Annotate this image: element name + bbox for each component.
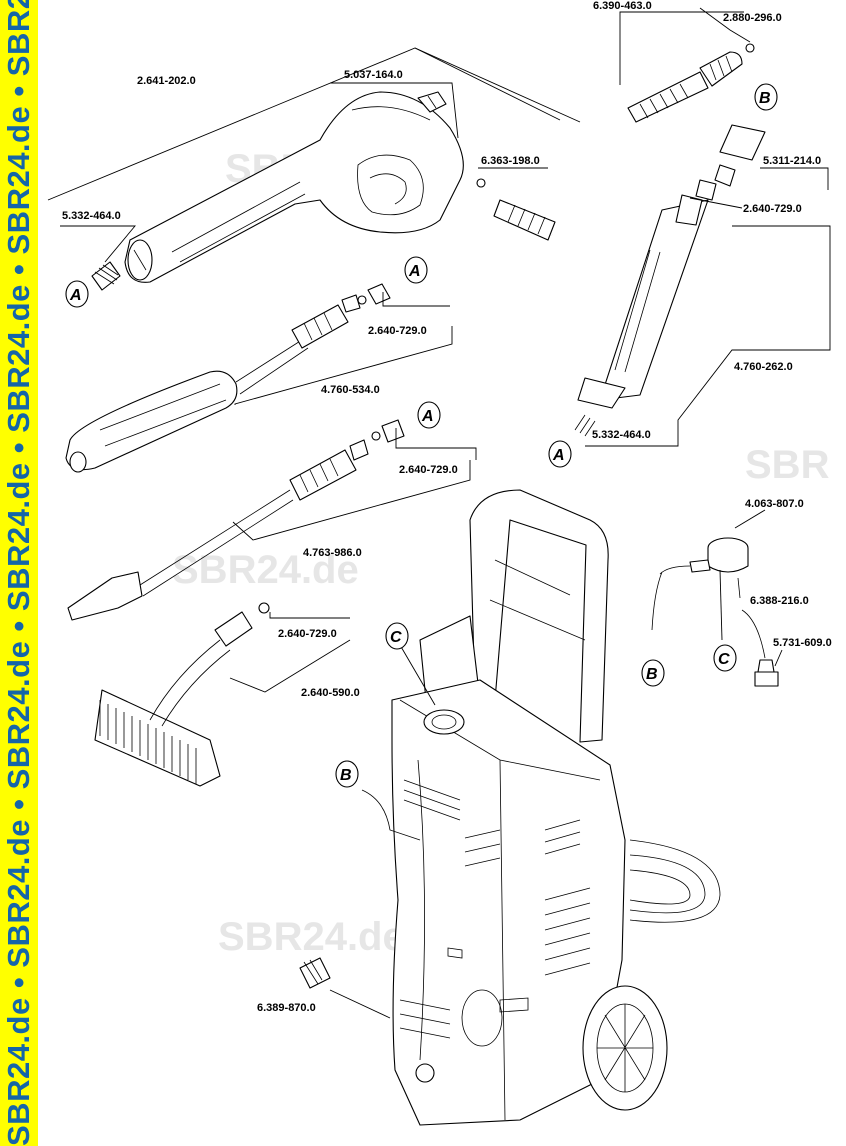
leader-6389870 bbox=[329, 989, 391, 1019]
part-label-5037164: 5.037-164.0 bbox=[344, 69, 403, 81]
part-label-6390463: 6.390-463.0 bbox=[593, 0, 652, 12]
leader-c-main bbox=[399, 644, 436, 706]
clip-part bbox=[417, 91, 447, 113]
part-label-4760262: 4.760-262.0 bbox=[734, 361, 793, 373]
part-label-5311214: 5.311-214.0 bbox=[763, 155, 821, 167]
leader-4760262 bbox=[585, 225, 831, 447]
lance-4760262-drawing bbox=[574, 124, 766, 437]
svg-text:B: B bbox=[759, 90, 771, 107]
detergent-valve-drawing bbox=[651, 537, 779, 687]
watermark-3: SBR24.de bbox=[172, 548, 359, 592]
leader-2880296 bbox=[699, 7, 751, 43]
part-label-2640590: 2.640-590.0 bbox=[301, 687, 360, 699]
marker-c-1: C bbox=[713, 644, 737, 672]
svg-text:C: C bbox=[390, 629, 402, 646]
leader-5037164 bbox=[330, 82, 459, 139]
spring-part-left bbox=[91, 261, 121, 291]
marker-c-2: C bbox=[385, 622, 409, 650]
part-label-4760534: 4.760-534.0 bbox=[321, 384, 380, 396]
part-label-4763986: 4.763-986.0 bbox=[303, 547, 362, 559]
svg-text:A: A bbox=[69, 287, 82, 304]
part-label-2641202: 2.641-202.0 bbox=[137, 75, 196, 87]
trigger-gun-drawing bbox=[124, 91, 464, 283]
part-label-2880296: 2.880-296.0 bbox=[723, 12, 782, 24]
marker-a-2: A bbox=[404, 256, 428, 284]
svg-text:B: B bbox=[646, 666, 658, 683]
leader-2640729-2 bbox=[382, 292, 450, 307]
part-label-6363198: 6.363-198.0 bbox=[481, 155, 540, 167]
part-label-2640729-4: 2.640-729.0 bbox=[278, 628, 337, 640]
marker-a-4: A bbox=[548, 440, 572, 468]
leader-2640729-3 bbox=[395, 428, 477, 460]
part-label-2640729-1: 2.640-729.0 bbox=[743, 203, 802, 215]
leader-c-detergent bbox=[719, 569, 723, 641]
leader-5332464-left bbox=[60, 225, 136, 263]
svg-text:C: C bbox=[718, 651, 730, 668]
svg-text:A: A bbox=[552, 447, 565, 464]
marker-b-1: B bbox=[754, 83, 778, 111]
wash-brush-drawing bbox=[94, 602, 270, 787]
watermark-4: SBR24.de bbox=[218, 915, 405, 959]
marker-b-3: B bbox=[335, 760, 359, 788]
leader-2640590 bbox=[229, 639, 351, 693]
marker-b-2: B bbox=[641, 659, 665, 687]
leader-2640729-4 bbox=[269, 612, 350, 619]
high-pressure-hose-drawing bbox=[476, 43, 755, 249]
leader-6390463 bbox=[619, 11, 744, 85]
part-label-4063807: 4.063-807.0 bbox=[745, 498, 804, 510]
part-label-5332464-2: 5.332-464.0 bbox=[592, 429, 651, 441]
leader-2640729-top bbox=[689, 197, 743, 209]
watermark-2: SBR bbox=[745, 443, 830, 487]
part-label-6389870: 6.389-870.0 bbox=[257, 1002, 316, 1014]
marker-a-3: A bbox=[417, 401, 441, 429]
part-label-6388216: 6.388-216.0 bbox=[750, 595, 809, 607]
part-label-5332464-1: 5.332-464.0 bbox=[62, 210, 121, 222]
svg-text:A: A bbox=[408, 263, 421, 280]
lance-4763986-drawing bbox=[67, 419, 405, 621]
leader-5311214 bbox=[760, 167, 829, 190]
sbr24-banner-stripe: SBR24.de • SBR24.de • SBR24.de • SBR24.d… bbox=[0, 0, 38, 1146]
leader-4063807 bbox=[734, 509, 766, 529]
part-label-2640729-3: 2.640-729.0 bbox=[399, 464, 458, 476]
leader-2641202-b bbox=[414, 47, 561, 121]
pressure-washer-body-drawing bbox=[299, 489, 721, 1126]
leader-4763986 bbox=[232, 460, 471, 541]
part-label-5731609: 5.731-609.0 bbox=[773, 637, 832, 649]
leader-5731609 bbox=[774, 649, 783, 667]
leader-4760534 bbox=[234, 326, 453, 405]
marker-a-1: A bbox=[65, 280, 89, 308]
part-label-2640729-2: 2.640-729.0 bbox=[368, 325, 427, 337]
lance-4760534-drawing bbox=[65, 283, 391, 473]
svg-text:B: B bbox=[340, 767, 352, 784]
svg-text:A: A bbox=[421, 408, 434, 425]
